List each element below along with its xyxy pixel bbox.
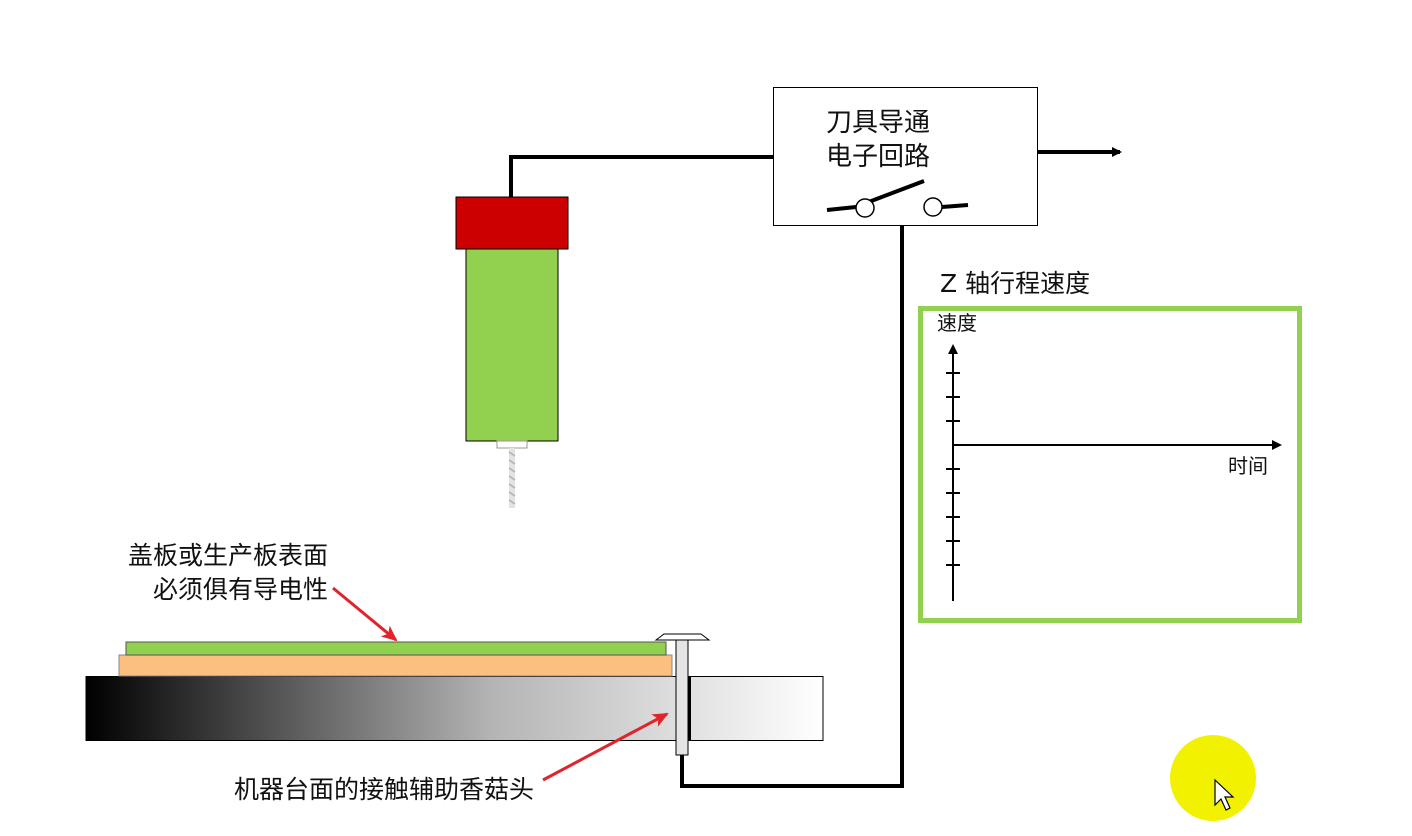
cover-board-label-line2: 必须俱有导电性 <box>153 575 328 604</box>
chart-title: Z 轴行程速度 <box>940 269 1090 298</box>
chart-x-label: 时间 <box>1228 454 1268 478</box>
mouse-pointer-icon <box>1214 778 1235 811</box>
circuit-box-line1: 刀具导通 <box>826 108 930 138</box>
mushroom-head-label: 机器台面的接触辅助香菇头 <box>234 775 534 804</box>
cursor-highlight <box>1170 735 1256 821</box>
spindle-cap <box>455 196 569 250</box>
chart-panel <box>918 306 1302 623</box>
mushroom-head <box>654 633 711 756</box>
cover-board-label-line1: 盖板或生产板表面 <box>128 541 328 570</box>
switch-symbol <box>826 179 969 218</box>
spindle-body <box>465 248 559 442</box>
cover-board-arrow <box>332 586 398 642</box>
drill-bit <box>508 448 516 508</box>
circuit-box-line2: 电子回路 <box>826 142 930 172</box>
y-axis-ticks <box>946 372 960 566</box>
circuit-box <box>773 87 1038 226</box>
production-board <box>118 654 673 677</box>
wire-spindle-to-circuit <box>509 155 773 197</box>
cover-board <box>125 641 667 656</box>
chart-y-label: 速度 <box>937 311 977 335</box>
machine-table <box>85 676 824 741</box>
wire-circuit-to-mushroom <box>680 226 904 788</box>
mushroom-head-arrow <box>542 712 669 782</box>
spindle-collet <box>496 440 528 449</box>
chart-axes <box>946 344 1282 601</box>
